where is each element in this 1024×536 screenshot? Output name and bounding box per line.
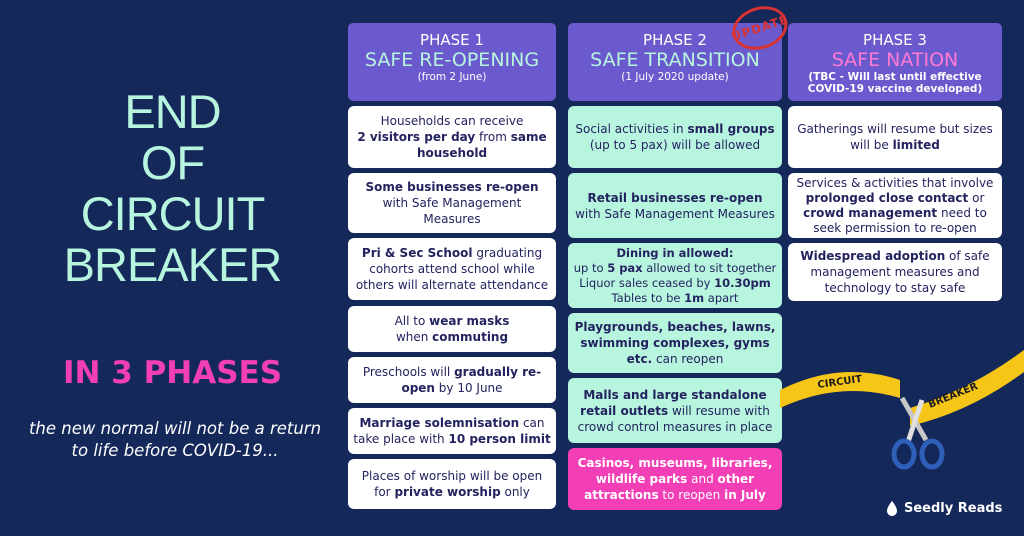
title-line: END bbox=[124, 85, 221, 138]
phase3-column: PHASE 3 SAFE NATION (TBC - Will last unt… bbox=[788, 23, 1002, 301]
tape-right-strip bbox=[910, 350, 1024, 426]
phase3-number: PHASE 3 bbox=[863, 31, 927, 49]
seedly-logo: Seedly Reads bbox=[884, 500, 1002, 516]
phase2-card-dining: Dining in allowed: up to 5 pax allowed t… bbox=[568, 243, 782, 308]
left-panel: END OF CIRCUIT BREAKER IN 3 PHASES the n… bbox=[0, 0, 345, 536]
phase1-sub: (from 2 June) bbox=[417, 71, 487, 83]
phase1-name: SAFE RE-OPENING bbox=[364, 49, 540, 71]
phase2-number: PHASE 2 bbox=[643, 31, 707, 49]
title-line: BREAKER bbox=[63, 238, 283, 291]
title-line: OF bbox=[140, 136, 205, 189]
phase2-card-malls: Malls and large standalone retail outlet… bbox=[568, 378, 782, 443]
phase2-name: SAFE TRANSITION bbox=[590, 49, 760, 71]
phase1-card-preschools: Preschools will gradually re-open by 10 … bbox=[348, 357, 556, 403]
phase1-card-marriage: Marriage solemnisation can take place wi… bbox=[348, 408, 556, 454]
phase2-column: PHASE 2 SAFE TRANSITION (1 July 2020 upd… bbox=[568, 23, 782, 510]
main-title: END OF CIRCUIT BREAKER bbox=[30, 86, 315, 290]
phase1-card-schools: Pri & Sec School graduating cohorts atte… bbox=[348, 238, 556, 300]
scissors-icon bbox=[891, 396, 945, 470]
phase2-header: PHASE 2 SAFE TRANSITION (1 July 2020 upd… bbox=[568, 23, 782, 101]
phase2-card-retail: Retail businesses re-open with Safe Mana… bbox=[568, 173, 782, 238]
phase2-sub: (1 July 2020 update) bbox=[621, 71, 729, 83]
phase3-header: PHASE 3 SAFE NATION (TBC - Will last unt… bbox=[788, 23, 1002, 101]
tape-left-strip bbox=[780, 372, 900, 408]
seedly-drop-icon bbox=[887, 501, 897, 516]
phases-label: IN 3 PHASES bbox=[62, 355, 283, 391]
phase1-card-businesses: Some businesses re-open with Safe Manage… bbox=[348, 173, 556, 233]
phase1-number: PHASE 1 bbox=[420, 31, 484, 49]
tagline: the new normal will not be a return to l… bbox=[28, 419, 322, 460]
phase3-card-gatherings: Gatherings will resume but sizes will be… bbox=[788, 106, 1002, 168]
phase1-column: PHASE 1 SAFE RE-OPENING (from 2 June) Ho… bbox=[348, 23, 556, 509]
phase3-sub: (TBC - Will last until effective COVID-1… bbox=[807, 71, 983, 95]
phase2-card-social: Social activities in small groups (up to… bbox=[568, 106, 782, 168]
phase1-card-worship: Places of worship will be open for priva… bbox=[348, 459, 556, 509]
phase3-name: SAFE NATION bbox=[831, 49, 959, 71]
phase2-card-attractions: Casinos, museums, libraries, wildlife pa… bbox=[568, 448, 782, 510]
logo-text: Seedly Reads bbox=[904, 500, 1003, 516]
circuit-breaker-tape-illustration: CIRCUIT BREAKER bbox=[780, 350, 1024, 470]
title-line: CIRCUIT bbox=[80, 187, 266, 240]
phase3-card-adoption: Widespread adoption of safe management m… bbox=[788, 243, 1002, 301]
phase1-card-masks: All to wear masks when commuting bbox=[348, 306, 556, 352]
phase1-header: PHASE 1 SAFE RE-OPENING (from 2 June) bbox=[348, 23, 556, 101]
phase3-card-services: Services & activities that involve prolo… bbox=[788, 173, 1002, 238]
phase2-card-playgrounds: Playgrounds, beaches, lawns, swimming co… bbox=[568, 313, 782, 373]
